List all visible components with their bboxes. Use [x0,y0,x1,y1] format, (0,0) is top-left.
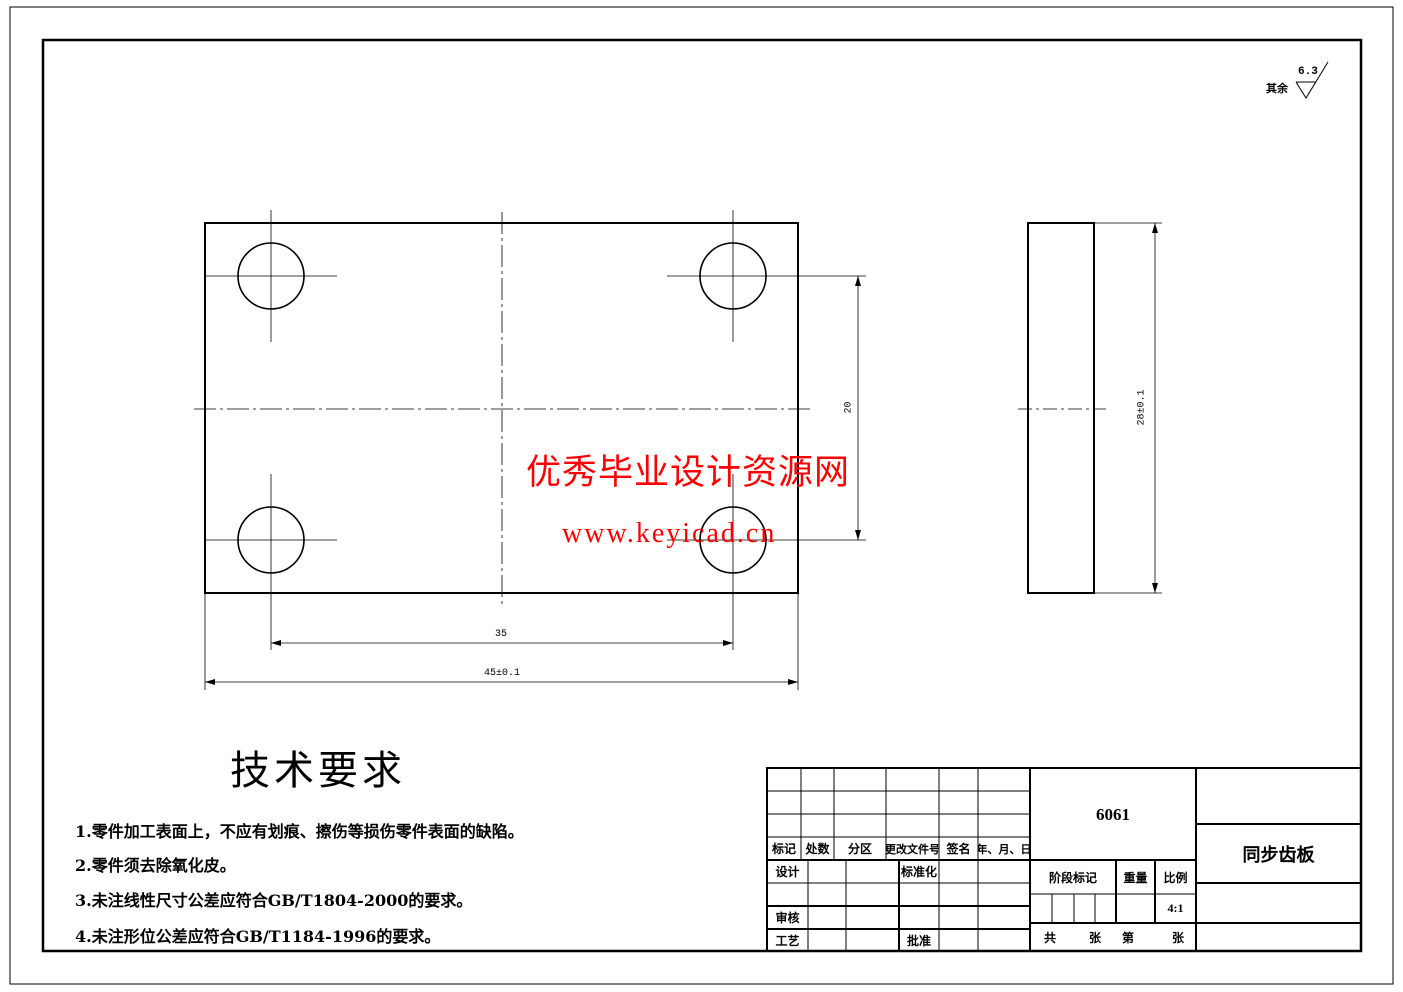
tb-sheet-unit2: 张 [1171,930,1184,945]
tb-sheet-total: 共 [1043,930,1056,945]
dimension-45 [204,593,799,690]
dimension-20 [855,276,861,540]
tb-sheet-unit1: 张 [1088,930,1101,945]
tb-header-date: 年、月、日 [978,842,1030,856]
tb-weight-label: 重量 [1123,870,1148,885]
dim-text-45: 45±0.1 [484,668,521,679]
tech-requirement-item: 2.零件须去除氧化皮。 [75,856,236,875]
tb-part-name: 同步齿板 [1242,844,1315,866]
tech-requirement-item: 1.零件加工表面上，不应有划痕、擦伤等损伤零件表面的缺陷。 [75,822,524,841]
tb-approve-label: 批准 [906,933,931,948]
hole-bottom-left [205,474,337,650]
tb-review-label: 审核 [775,911,800,925]
dim-text-20: 20 [843,401,855,414]
surface-finish-value: 6.3 [1298,66,1318,78]
tb-header-count: 处数 [805,842,830,856]
tb-process-label: 工艺 [775,933,800,948]
tb-standardize-label: 标准化 [900,865,937,879]
surface-roughness-icon [1295,61,1329,99]
tb-stage-mark-label: 阶段标记 [1048,870,1097,885]
title-block-grid [766,767,1362,952]
tech-requirement-item: 4.未注形位公差应符合GB/T1184-1996的要求。 [75,927,441,946]
tb-design-label: 设计 [775,865,800,879]
tb-sheet-nth: 第 [1121,930,1134,945]
watermark-title: 优秀毕业设计资源网 [526,453,851,493]
surface-finish-label: 其余 [1266,82,1288,95]
hole-top-right [667,210,866,342]
dim-text-28: 28±0.1 [1136,389,1148,426]
dimension-35 [271,640,733,646]
side-view [1018,222,1162,594]
sheet-outer-border [9,6,1394,985]
watermark-url: www.keyicad.cn [562,518,777,549]
front-view [194,210,866,690]
tech-requirements-title: 技术要求 [230,748,406,794]
tb-header-mark: 标记 [771,842,796,856]
tb-scale-label: 比例 [1163,870,1188,885]
tb-scale-value: 4:1 [1167,901,1184,915]
tb-header-zone: 分区 [847,842,872,856]
dim-text-35: 35 [495,629,508,640]
tb-header-signature: 签名 [946,842,971,856]
hole-top-left [205,210,337,342]
drawing-frame [41,38,1363,953]
tb-material: 6061 [1096,805,1130,824]
tech-requirement-item: 3.未注线性尺寸公差应符合GB/T1804-2000的要求。 [75,891,473,910]
tb-header-change-doc: 更改文件号 [885,842,940,856]
hole-bottom-right [667,474,866,650]
